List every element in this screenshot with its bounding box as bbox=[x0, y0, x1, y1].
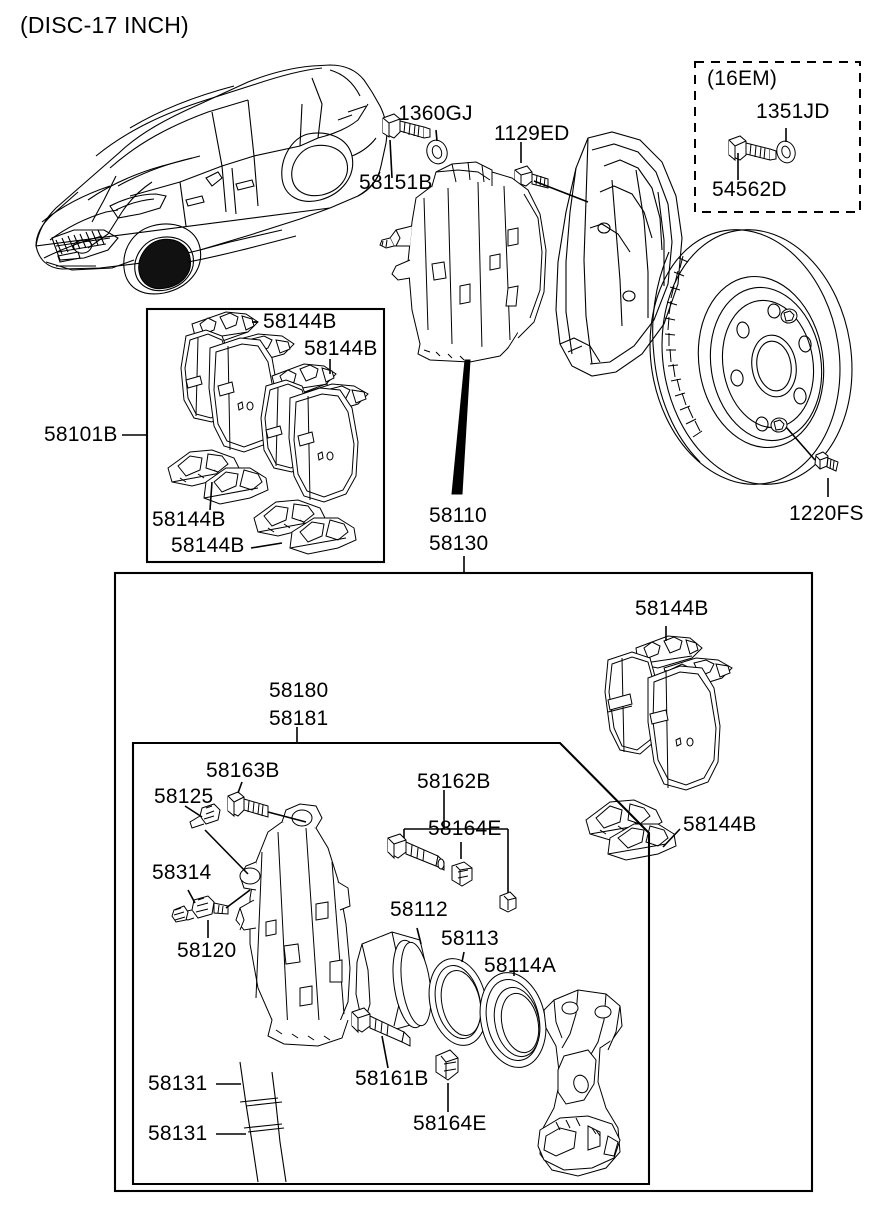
variant-16em-frame bbox=[694, 61, 861, 213]
brake-disc-rotor bbox=[649, 229, 853, 485]
label-58164e-2: 58164E bbox=[413, 1112, 487, 1135]
label-58131-1: 58131 bbox=[148, 1072, 208, 1095]
label-1360gj: 1360GJ bbox=[398, 102, 473, 125]
bolt-54562d bbox=[728, 135, 777, 162]
seal-58113 bbox=[428, 958, 488, 1046]
label-58130: 58130 bbox=[429, 532, 489, 555]
piston-58112 bbox=[355, 931, 432, 1033]
label-58131-2: 58131 bbox=[148, 1122, 208, 1145]
label-58144b-2: 58144B bbox=[304, 337, 378, 360]
bolt-58163b bbox=[227, 791, 269, 818]
label-58180: 58180 bbox=[269, 679, 329, 702]
label-58314: 58314 bbox=[152, 861, 212, 884]
guide-rod-58161b bbox=[351, 1007, 411, 1047]
label-58125: 58125 bbox=[154, 785, 214, 808]
label-16em: (16EM) bbox=[707, 67, 778, 90]
label-58181: 58181 bbox=[269, 707, 329, 730]
pad-return-springs-58131 bbox=[239, 1061, 287, 1183]
caliper-kit-frame bbox=[131, 741, 651, 1186]
label-58110: 58110 bbox=[429, 504, 487, 527]
caliper-pointer-wedge bbox=[451, 359, 471, 495]
front-brake-caliper-assembly bbox=[379, 161, 547, 363]
label-1129ed: 1129ED bbox=[494, 122, 570, 145]
screw-1220fs bbox=[814, 451, 839, 472]
boot-58164e-lower bbox=[435, 1049, 459, 1081]
screw-58314-head bbox=[171, 905, 189, 923]
boot-58114a bbox=[479, 972, 547, 1068]
brake-pad-set-left bbox=[167, 311, 295, 505]
diagram-title: (DISC-17 INCH) bbox=[20, 12, 189, 38]
brake-splash-shield bbox=[555, 131, 683, 377]
label-58162b: 58162B bbox=[417, 770, 491, 793]
label-58163b: 58163B bbox=[206, 759, 280, 782]
label-58120: 58120 bbox=[177, 939, 237, 962]
label-58161b: 58161B bbox=[355, 1067, 429, 1090]
label-58114a: 58114A bbox=[484, 954, 557, 977]
bolt-58151b-1360gj bbox=[382, 113, 431, 139]
label-58151b: 58151B bbox=[359, 171, 433, 194]
label-58144b-4: 58144B bbox=[171, 534, 245, 557]
brake-pad-set-right bbox=[253, 363, 369, 555]
label-58112: 58112 bbox=[390, 898, 448, 921]
caliper-body-detail bbox=[235, 803, 351, 1047]
label-58164e-1: 58164E bbox=[428, 817, 502, 840]
label-58101b: 58101B bbox=[44, 423, 118, 446]
guide-rod-58162b bbox=[387, 833, 445, 871]
label-58144b-1: 58144B bbox=[263, 310, 337, 333]
brake-pad-kit-detail bbox=[585, 635, 733, 861]
label-58144b-5: 58144B bbox=[635, 597, 709, 620]
washer-1360gj bbox=[426, 139, 448, 165]
boot-58164e-right bbox=[499, 891, 517, 913]
caliper-carrier-bracket bbox=[537, 989, 623, 1177]
washer-1351jd bbox=[776, 140, 796, 164]
label-1220fs: 1220FS bbox=[789, 502, 864, 525]
label-58144b-3: 58144B bbox=[152, 508, 226, 531]
label-1351jd: 1351JD bbox=[756, 100, 830, 123]
label-58144b-6: 58144B bbox=[683, 813, 757, 836]
label-58113: 58113 bbox=[441, 927, 499, 950]
vehicle-illustration bbox=[35, 64, 388, 295]
label-54562d: 54562D bbox=[712, 178, 787, 201]
boot-58164e-upper bbox=[451, 861, 473, 887]
